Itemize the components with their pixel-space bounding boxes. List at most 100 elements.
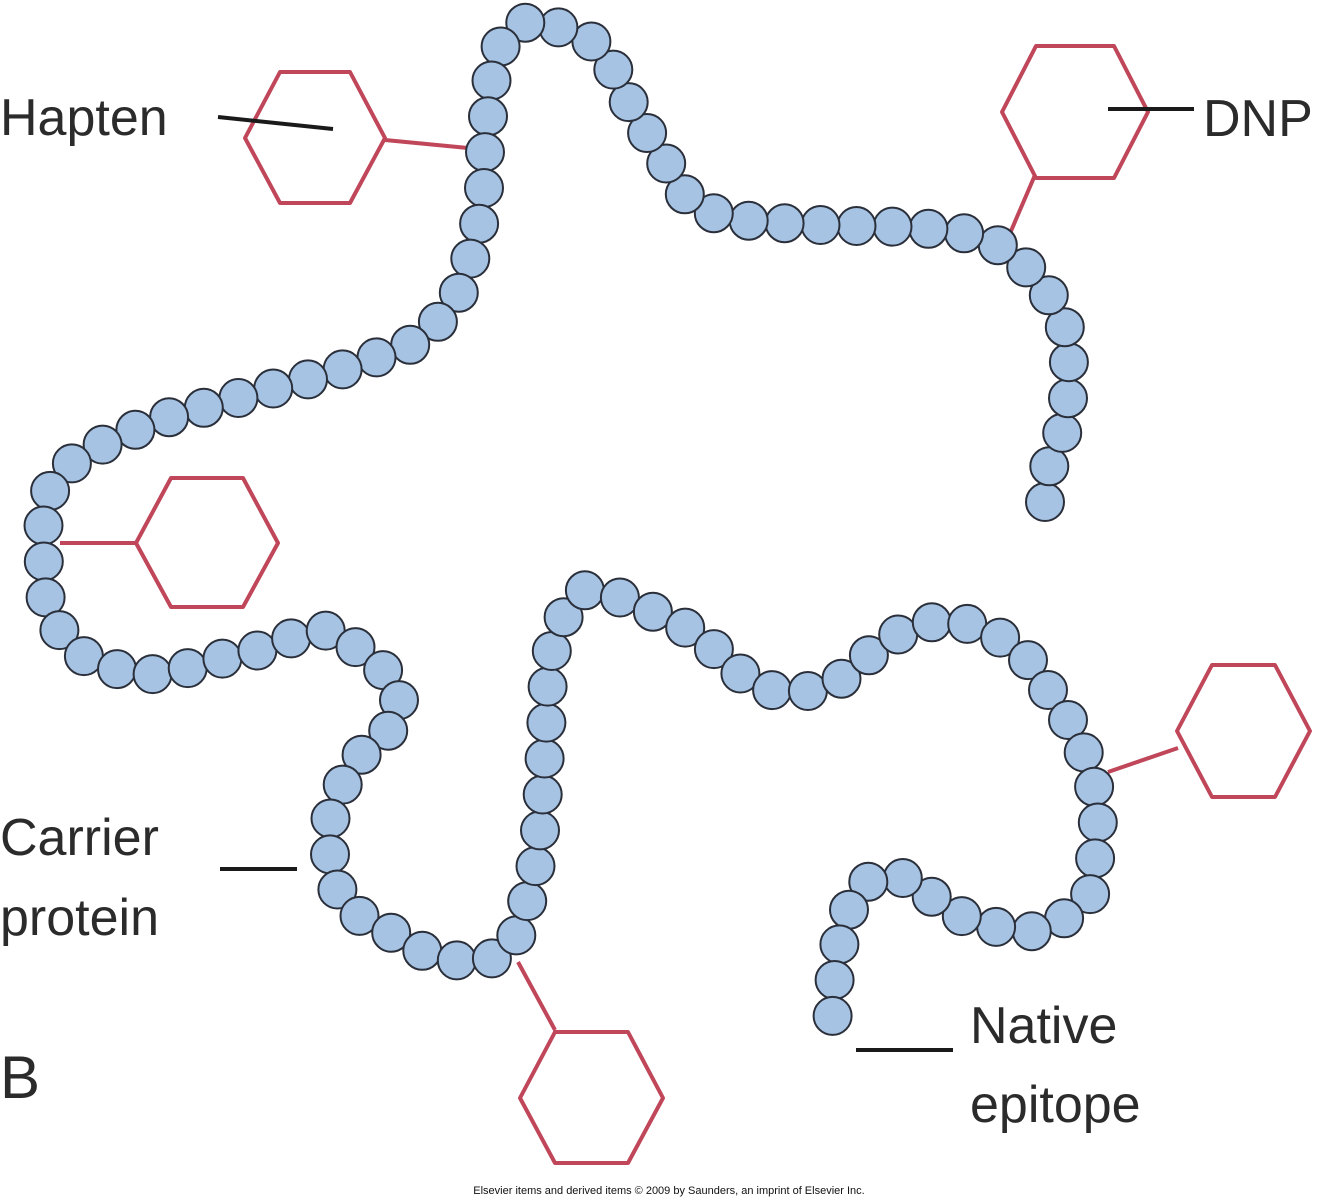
- amino-acid-bead: [1011, 911, 1052, 952]
- hapten-leader-line: [217, 115, 334, 131]
- amino-acid-bead: [522, 774, 563, 815]
- amino-acid-bead: [464, 168, 504, 208]
- amino-acid-bead: [848, 635, 889, 676]
- amino-acid-bead: [505, 2, 546, 43]
- native-epitope-label-line1: Native: [970, 997, 1117, 1055]
- amino-acid-bead: [1048, 378, 1088, 419]
- amino-acid-bead: [526, 702, 567, 743]
- hapten-group: [134, 44, 1312, 1165]
- amino-acid-bead: [507, 881, 548, 922]
- amino-acid-bead: [720, 653, 761, 694]
- amino-acid-bead: [646, 143, 687, 184]
- amino-acid-bead: [627, 113, 668, 153]
- panel-letter: B: [0, 1044, 40, 1111]
- amino-acid-bead: [564, 570, 605, 611]
- amino-acid-bead: [438, 272, 479, 313]
- amino-acid-bead: [23, 505, 64, 546]
- amino-acid-bead: [317, 869, 358, 910]
- hapten-label: Hapten: [0, 89, 168, 147]
- amino-acid-bead: [132, 654, 173, 695]
- amino-acid-bead: [829, 889, 869, 930]
- amino-acid-bead: [271, 618, 312, 659]
- linker-top-right: [1006, 174, 1037, 239]
- hapten-hexagon-left: [134, 476, 280, 609]
- amino-acid-bead: [322, 764, 363, 805]
- native-epitope-label-line2: epitope: [970, 1076, 1141, 1134]
- amino-acid-bead: [538, 7, 579, 48]
- amino-acid-bead: [520, 810, 560, 851]
- amino-acid-bead: [368, 710, 409, 751]
- amino-acid-bead: [911, 876, 952, 917]
- amino-acid-bead: [1008, 640, 1048, 681]
- amino-acid-bead: [812, 995, 853, 1036]
- amino-acid-bead: [665, 607, 706, 648]
- amino-acid-bead: [693, 193, 734, 234]
- hapten-hexagon-bottom: [518, 1030, 665, 1165]
- amino-acid-bead: [371, 912, 412, 953]
- amino-acid-bead: [237, 630, 278, 671]
- amino-acid-bead: [524, 738, 565, 779]
- linker-bottom: [516, 961, 557, 1031]
- amino-acid-bead: [97, 649, 137, 690]
- amino-acid-bead: [872, 206, 913, 247]
- amino-acid-bead: [1048, 342, 1089, 383]
- amino-acid-bead: [115, 409, 156, 450]
- amino-acid-bead: [632, 591, 673, 632]
- amino-acid-bead: [335, 627, 376, 668]
- amino-acid-bead: [941, 896, 982, 937]
- amino-acid-bead: [821, 658, 862, 699]
- amino-acid-bead: [752, 670, 793, 711]
- amino-acid-bead: [531, 631, 572, 671]
- amino-acid-bead: [218, 378, 259, 418]
- carrier-protein-chain-upper: [23, 2, 1089, 981]
- amino-acid-bead: [608, 82, 649, 123]
- carrier-protein-label-line2: protein: [0, 889, 159, 947]
- amino-acid-bead: [356, 337, 397, 378]
- amino-acid-bead: [543, 597, 584, 638]
- amino-acid-bead: [253, 368, 294, 409]
- amino-acid-bead: [911, 602, 952, 643]
- amino-acid-bead: [39, 610, 80, 651]
- hapten-linkers: [60, 138, 1179, 1031]
- copyright-notice: Elsevier items and derived items © 2009 …: [473, 1185, 864, 1197]
- hapten-hexagon-top-left: [243, 70, 387, 205]
- label-leader-lines: [217, 107, 1194, 1052]
- amino-acid-bead: [341, 734, 382, 775]
- amino-acid-bead: [1075, 838, 1116, 879]
- amino-acid-bead: [322, 349, 363, 390]
- amino-acid-bead: [471, 938, 512, 979]
- amino-acid-bead: [944, 213, 985, 254]
- amino-acid-bead: [402, 930, 443, 971]
- amino-acid-bead: [814, 960, 855, 1000]
- amino-acid-bead: [82, 424, 123, 465]
- amino-acid-bead: [310, 798, 351, 839]
- amino-acid-bead: [339, 895, 380, 936]
- amino-acid-bead: [728, 200, 769, 241]
- amino-acid-bead: [51, 443, 92, 484]
- amino-acid-bead: [787, 671, 828, 711]
- amino-acid-bead: [471, 60, 512, 101]
- amino-acid-bead: [1044, 307, 1085, 348]
- amino-acid-bead: [149, 397, 190, 438]
- amino-acid-bead: [693, 629, 734, 670]
- carrier-protein-label-line1: Carrier: [0, 809, 159, 867]
- amino-acid-bead: [1063, 732, 1104, 773]
- dnp-label: DNP: [1203, 90, 1313, 148]
- amino-acid-bead: [436, 940, 477, 981]
- amino-acid-bead: [878, 614, 919, 655]
- amino-acid-bead: [310, 834, 350, 875]
- amino-acid-bead: [1029, 446, 1070, 487]
- amino-acid-bead: [882, 858, 923, 898]
- amino-acid-bead: [202, 638, 243, 679]
- amino-acid-bead: [288, 359, 328, 400]
- amino-acid-bead: [977, 225, 1018, 266]
- amino-acid-bead: [836, 206, 877, 246]
- amino-acid-bead: [465, 132, 505, 173]
- amino-acid-bead: [1074, 766, 1115, 807]
- amino-acid-bead: [800, 205, 841, 245]
- amino-acid-bead: [496, 915, 537, 956]
- amino-acid-bead: [183, 387, 224, 428]
- amino-acid-bead: [459, 203, 500, 244]
- amino-acid-bead: [480, 26, 521, 67]
